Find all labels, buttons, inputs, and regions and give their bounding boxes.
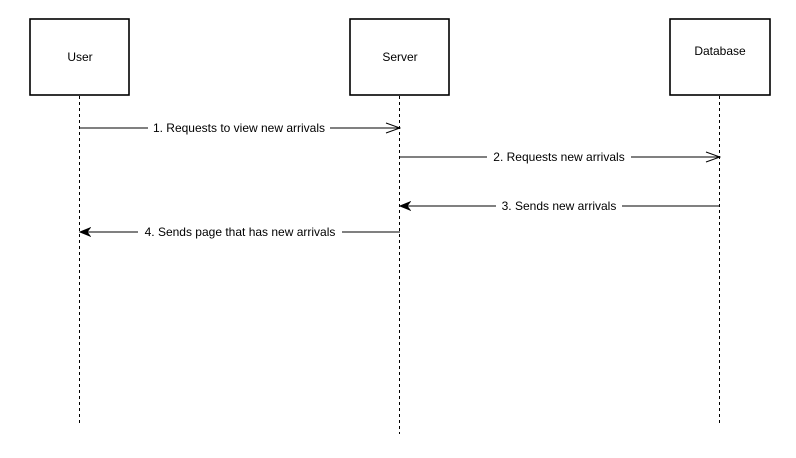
- participant-label-database: Database: [694, 44, 746, 58]
- message-4: 4. Sends page that has new arrivals: [80, 224, 400, 240]
- message-2-label: 2. Requests new arrivals: [493, 150, 624, 164]
- message-1-label: 1. Requests to view new arrivals: [153, 121, 325, 135]
- message-3: 3. Sends new arrivals: [400, 198, 720, 214]
- message-4-label: 4. Sends page that has new arrivals: [145, 225, 336, 239]
- participant-database: Database: [669, 18, 771, 424]
- participant-label-user: User: [67, 50, 92, 64]
- participant-box-database: [669, 18, 771, 96]
- participant-box-server: [349, 18, 450, 96]
- participant-label-server: Server: [382, 50, 417, 64]
- message-1-label-bg: [148, 120, 330, 136]
- participant-user: User: [29, 18, 130, 426]
- message-2: 2. Requests new arrivals: [400, 149, 720, 165]
- message-2-label-bg: [487, 149, 631, 165]
- message-4-label-bg: [138, 224, 342, 240]
- message-3-label: 3. Sends new arrivals: [502, 199, 617, 213]
- message-3-label-bg: [496, 198, 622, 214]
- participant-server: Server: [349, 18, 450, 434]
- message-1: 1. Requests to view new arrivals: [80, 120, 400, 136]
- participant-box-user: [29, 18, 130, 96]
